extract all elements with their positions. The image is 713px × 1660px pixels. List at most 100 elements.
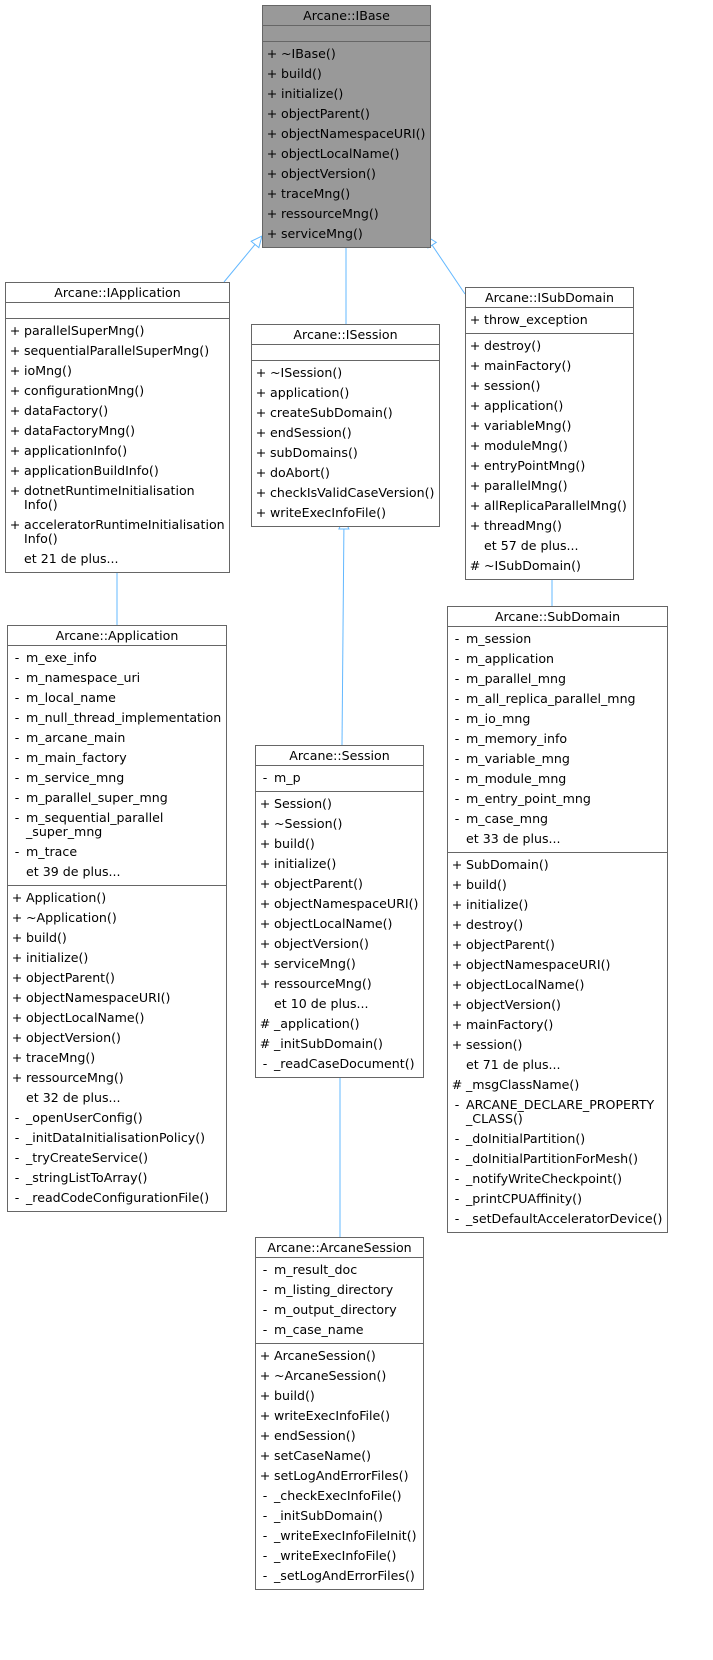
member-item[interactable]: -_initSubDomain()	[256, 1506, 423, 1526]
member-item[interactable]: -_stringListToArray()	[8, 1168, 226, 1188]
member-item[interactable]: +application()	[252, 383, 439, 403]
member-item[interactable]: +allReplicaParallelMng()	[466, 496, 633, 516]
member-item[interactable]: +objectLocalName()	[8, 1008, 226, 1028]
member-item[interactable]: +serviceMng()	[256, 954, 423, 974]
more-members-item[interactable]: et 33 de plus...	[448, 829, 667, 849]
member-item[interactable]: -_openUserConfig()	[8, 1108, 226, 1128]
member-item[interactable]: +session()	[448, 1035, 667, 1055]
more-members-item[interactable]: et 32 de plus...	[8, 1088, 226, 1108]
member-item[interactable]: +ArcaneSession()	[256, 1346, 423, 1366]
member-item[interactable]: -_setDefaultAcceleratorDevice()	[448, 1209, 667, 1229]
member-item[interactable]: +applicationInfo()	[6, 441, 229, 461]
member-item[interactable]: +initialize()	[8, 948, 226, 968]
member-item[interactable]: -m_null_thread_implementation	[8, 708, 226, 728]
more-members-item[interactable]: et 71 de plus...	[448, 1055, 667, 1075]
member-item[interactable]: +session()	[466, 376, 633, 396]
member-item[interactable]: +doAbort()	[252, 463, 439, 483]
member-item[interactable]: +objectLocalName()	[256, 914, 423, 934]
member-item[interactable]: +build()	[8, 928, 226, 948]
member-item[interactable]: +parallelSuperMng()	[6, 321, 229, 341]
member-item[interactable]: -_readCaseDocument()	[256, 1054, 423, 1074]
member-item[interactable]: +~Application()	[8, 908, 226, 928]
member-item[interactable]: +entryPointMng()	[466, 456, 633, 476]
member-item[interactable]: #~ISubDomain()	[466, 556, 633, 576]
member-item[interactable]: +traceMng()	[263, 184, 430, 204]
class-box-isubdomain[interactable]: Arcane::ISubDomain +throw_exception+dest…	[465, 287, 634, 580]
member-item[interactable]: +mainFactory()	[448, 1015, 667, 1035]
member-item[interactable]: +Application()	[8, 888, 226, 908]
member-item[interactable]: -m_application	[448, 649, 667, 669]
member-item[interactable]: +objectParent()	[256, 874, 423, 894]
member-item[interactable]: -m_exe_info	[8, 648, 226, 668]
member-item[interactable]: -m_session	[448, 629, 667, 649]
member-item[interactable]: +acceleratorRuntimeInitialisation Info()	[6, 515, 229, 549]
member-item[interactable]: -_printCPUAffinity()	[448, 1189, 667, 1209]
member-item[interactable]: +parallelMng()	[466, 476, 633, 496]
member-item[interactable]: +subDomains()	[252, 443, 439, 463]
member-item[interactable]: +objectParent()	[263, 104, 430, 124]
class-box-arcanesession[interactable]: Arcane::ArcaneSession -m_result_doc-m_li…	[255, 1237, 424, 1590]
member-item[interactable]: -m_module_mng	[448, 769, 667, 789]
member-item[interactable]: +checkIsValidCaseVersion()	[252, 483, 439, 503]
member-item[interactable]: -m_namespace_uri	[8, 668, 226, 688]
member-item[interactable]: +destroy()	[448, 915, 667, 935]
member-item[interactable]: +dotnetRuntimeInitialisation Info()	[6, 481, 229, 515]
member-item[interactable]: -m_sequential_parallel _super_mng	[8, 808, 226, 842]
member-item[interactable]: +ressourceMng()	[8, 1068, 226, 1088]
member-item[interactable]: #_initSubDomain()	[256, 1034, 423, 1054]
member-item[interactable]: +writeExecInfoFile()	[256, 1406, 423, 1426]
member-item[interactable]: +Session()	[256, 794, 423, 814]
member-item[interactable]: +objectVersion()	[448, 995, 667, 1015]
member-item[interactable]: +objectNamespaceURI()	[263, 124, 430, 144]
member-item[interactable]: #_application()	[256, 1014, 423, 1034]
member-item[interactable]: -m_main_factory	[8, 748, 226, 768]
member-item[interactable]: -m_case_name	[256, 1320, 423, 1340]
member-item[interactable]: +objectNamespaceURI()	[256, 894, 423, 914]
member-item[interactable]: -_readCodeConfigurationFile()	[8, 1188, 226, 1208]
member-item[interactable]: +endSession()	[252, 423, 439, 443]
member-item[interactable]: -m_io_mng	[448, 709, 667, 729]
member-item[interactable]: +build()	[256, 1386, 423, 1406]
member-item[interactable]: -ARCANE_DECLARE_PROPERTY _CLASS()	[448, 1095, 667, 1129]
member-item[interactable]: +SubDomain()	[448, 855, 667, 875]
class-box-ibase[interactable]: Arcane::IBase +~IBase()+build()+initiali…	[262, 5, 431, 248]
member-item[interactable]: +initialize()	[256, 854, 423, 874]
member-item[interactable]: -m_parallel_mng	[448, 669, 667, 689]
member-item[interactable]: +objectVersion()	[256, 934, 423, 954]
member-item[interactable]: -_setLogAndErrorFiles()	[256, 1566, 423, 1586]
member-item[interactable]: +sequentialParallelSuperMng()	[6, 341, 229, 361]
member-item[interactable]: +setLogAndErrorFiles()	[256, 1466, 423, 1486]
member-item[interactable]: +ressourceMng()	[263, 204, 430, 224]
member-item[interactable]: -m_listing_directory	[256, 1280, 423, 1300]
member-item[interactable]: -m_output_directory	[256, 1300, 423, 1320]
member-item[interactable]: +build()	[256, 834, 423, 854]
member-item[interactable]: +objectNamespaceURI()	[448, 955, 667, 975]
member-item[interactable]: +ressourceMng()	[256, 974, 423, 994]
member-item[interactable]: +createSubDomain()	[252, 403, 439, 423]
member-item[interactable]: -m_all_replica_parallel_mng	[448, 689, 667, 709]
class-box-isession[interactable]: Arcane::ISession +~ISession()+applicatio…	[251, 324, 440, 527]
member-item[interactable]: +objectParent()	[448, 935, 667, 955]
member-item[interactable]: +application()	[466, 396, 633, 416]
member-item[interactable]: -m_service_mng	[8, 768, 226, 788]
member-item[interactable]: -m_p	[256, 768, 423, 788]
member-item[interactable]: +objectVersion()	[263, 164, 430, 184]
member-item[interactable]: +threadMng()	[466, 516, 633, 536]
member-item[interactable]: +setCaseName()	[256, 1446, 423, 1466]
more-members-item[interactable]: et 57 de plus...	[466, 536, 633, 556]
member-item[interactable]: -m_trace	[8, 842, 226, 862]
member-item[interactable]: +~Session()	[256, 814, 423, 834]
member-item[interactable]: +~ArcaneSession()	[256, 1366, 423, 1386]
member-item[interactable]: +build()	[263, 64, 430, 84]
member-item[interactable]: +dataFactory()	[6, 401, 229, 421]
more-members-item[interactable]: et 10 de plus...	[256, 994, 423, 1014]
more-members-item[interactable]: et 39 de plus...	[8, 862, 226, 882]
member-item[interactable]: +endSession()	[256, 1426, 423, 1446]
member-item[interactable]: +applicationBuildInfo()	[6, 461, 229, 481]
member-item[interactable]: +build()	[448, 875, 667, 895]
member-item[interactable]: +throw_exception	[466, 310, 633, 330]
member-item[interactable]: -m_local_name	[8, 688, 226, 708]
member-item[interactable]: +ioMng()	[6, 361, 229, 381]
member-item[interactable]: +serviceMng()	[263, 224, 430, 244]
member-item[interactable]: -_doInitialPartition()	[448, 1129, 667, 1149]
